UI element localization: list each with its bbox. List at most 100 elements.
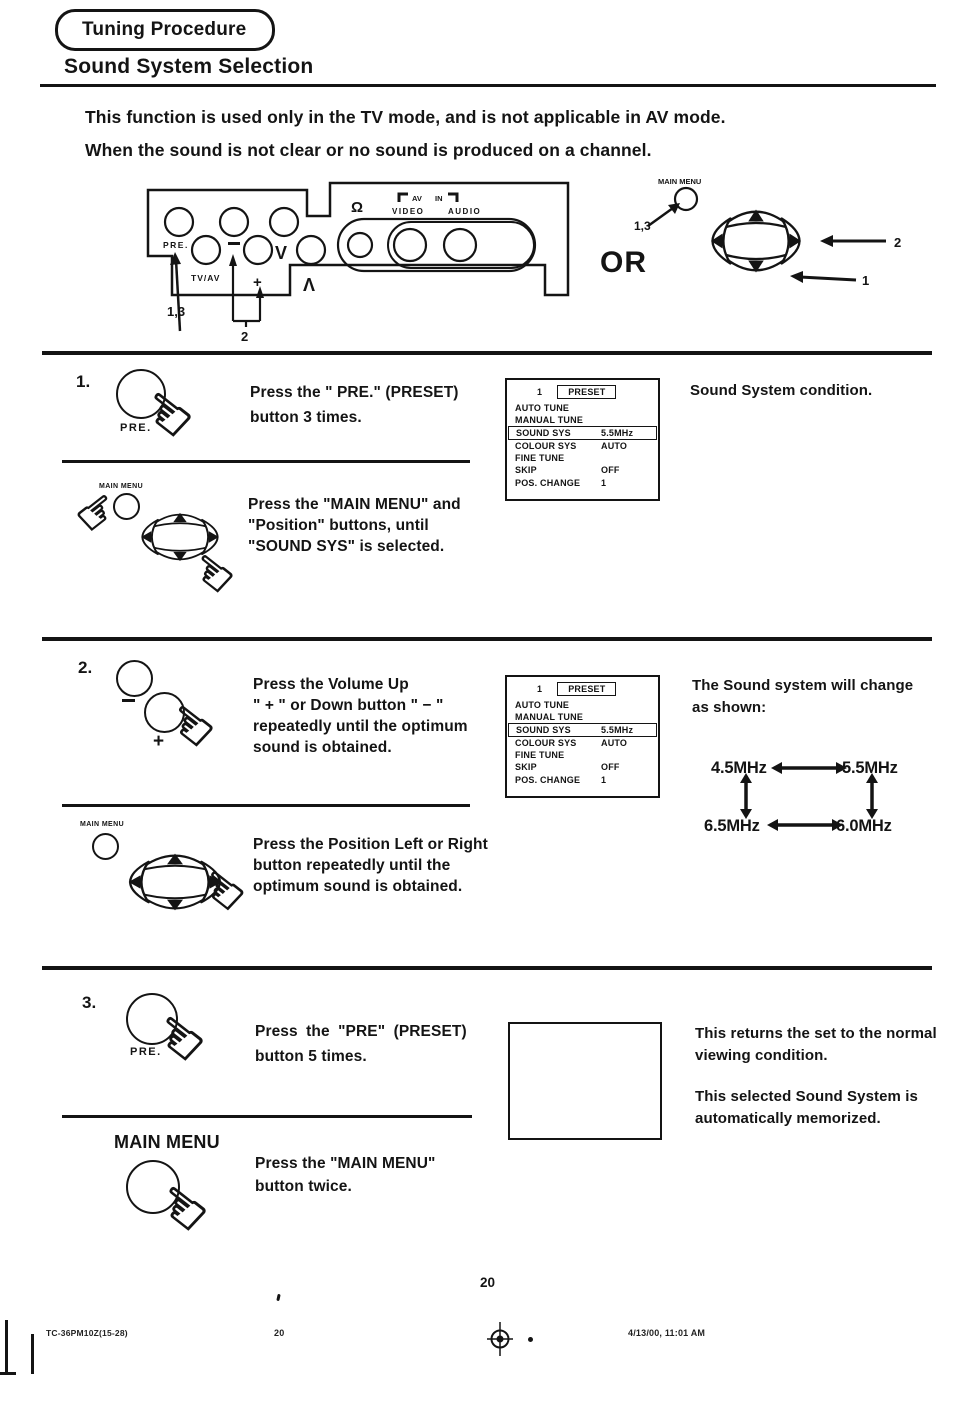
main-menu-button-icon — [113, 493, 140, 520]
pressing-hand-icon: ☞ — [64, 478, 129, 546]
scan-mark — [0, 1372, 16, 1375]
panel-button-icon — [218, 206, 250, 238]
channel-up-label: Λ — [303, 275, 315, 295]
channel-down-label: V — [275, 243, 287, 263]
plus-label: + — [253, 274, 262, 291]
instruction-line: sound is obtained. — [253, 739, 392, 756]
mhz-value: 5.5MHz — [842, 759, 898, 777]
sub-divider — [62, 1115, 472, 1118]
footer-doc-code: TC-36PM10Z(15-28) — [46, 1328, 128, 1338]
mhz-value: 6.0MHz — [836, 817, 892, 835]
instruction-line: Press the "MAIN MENU" and — [248, 496, 461, 513]
minus-label — [228, 242, 240, 245]
preset-menu-screen: 1 PRESET AUTO TUNE MANUAL TUNE SOUND SYS… — [505, 378, 660, 501]
step1b-instruction: Press the "MAIN MENU" and "Position" but… — [248, 494, 461, 557]
or-separator: OR — [600, 246, 647, 279]
panel-button-icon — [268, 206, 300, 238]
tv-side-panel-diagram: PRE. TV/AV + V Λ Ω AV IN VIDEO AUDIO 1,3… — [146, 181, 570, 344]
main-menu-label: MAIN MENU — [114, 1132, 220, 1152]
page-title: Sound System Selection — [64, 55, 314, 78]
scan-mark — [5, 1320, 8, 1374]
callout-13: 1,3 — [634, 219, 651, 233]
instruction-line: button 5 times. — [255, 1048, 367, 1065]
page-number: 20 — [480, 1275, 496, 1290]
instruction-line: button twice. — [255, 1178, 352, 1195]
sub-divider — [62, 804, 470, 807]
headphone-jack-icon — [346, 231, 374, 259]
instruction-line: button 3 times. — [250, 409, 362, 426]
volume-up-button-icon — [144, 692, 185, 733]
step3-instruction: Press the "PRE" (PRESET) button 5 times. — [255, 1019, 467, 1069]
arrowhead-icon — [668, 203, 680, 214]
instruction-line: " + " or Down button " − " — [253, 697, 444, 714]
pre-button-label: PRE. — [120, 422, 152, 434]
sub-divider — [62, 460, 470, 463]
menu-row: MANUAL TUNE — [515, 712, 584, 723]
remote-key-diagram: MAIN MENU 1,3 2 1 — [634, 177, 901, 288]
mhz-value: 6.5MHz — [704, 817, 760, 835]
pre-button-icon — [126, 993, 178, 1045]
step-number: 3. — [82, 993, 97, 1012]
instruction-line: "SOUND SYS" is selected. — [248, 538, 445, 555]
callout-arrow — [799, 275, 857, 282]
section-divider — [42, 966, 932, 970]
caption-line: as shown: — [692, 699, 767, 716]
bracket-icon — [397, 192, 408, 202]
menu-row: AUTO TUNE — [515, 700, 570, 711]
registration-mark-icon — [487, 1322, 513, 1356]
menu-position: 1 — [537, 387, 543, 397]
menu-row: MANUAL TUNE — [515, 415, 584, 426]
step2b-instruction: Press the Position Left or Right button … — [253, 834, 488, 897]
caption-line: viewing condition. — [695, 1047, 828, 1064]
blank-tv-screen — [508, 1022, 662, 1140]
callout-2: 2 — [241, 329, 248, 344]
intro-line: This function is used only in the TV mod… — [85, 107, 726, 127]
audio-label: AUDIO — [448, 207, 481, 216]
step2-instruction: Press the Volume Up " + " or Down button… — [253, 674, 468, 758]
section-divider — [42, 351, 932, 355]
arrowhead-icon — [790, 271, 803, 283]
menu-title: PRESET — [557, 682, 617, 696]
arrowhead-icon — [170, 252, 181, 265]
caption-line: This returns the set to the normal — [695, 1025, 937, 1042]
panel-button-icon — [163, 206, 195, 238]
volume-down-button-icon — [116, 660, 153, 697]
step3-caption2: This selected Sound System is automatica… — [695, 1086, 918, 1130]
menu-title: PRESET — [557, 385, 617, 399]
plus-label: + — [153, 731, 165, 752]
callout-arrow — [174, 259, 182, 332]
scan-speck — [528, 1337, 533, 1342]
section-tag-label: Tuning Procedure — [82, 19, 247, 40]
menu-position: 1 — [537, 684, 543, 694]
position-pad-icon — [709, 208, 803, 274]
arrowhead-icon — [256, 286, 264, 298]
instruction-line: Press the "MAIN MENU" — [255, 1155, 436, 1172]
step1-caption: Sound System condition. — [690, 382, 873, 399]
main-menu-button-icon — [92, 833, 119, 860]
menu-row: AUTO TUNE — [515, 403, 570, 414]
instruction-line: Press the " PRE." (PRESET) — [250, 384, 459, 401]
footer-timestamp: 4/13/00, 11:01 AM — [628, 1328, 706, 1338]
headphone-icon: Ω — [351, 199, 363, 216]
callout-arrow — [647, 206, 674, 228]
callout-2: 2 — [894, 235, 901, 250]
instruction-line: Press the Volume Up — [253, 676, 409, 693]
caption-line: automatically memorized. — [695, 1110, 881, 1127]
audio-jack-icon — [442, 227, 478, 263]
preset-menu-screen: 1 PRESET AUTO TUNE MANUAL TUNE SOUND SYS… — [505, 675, 660, 798]
instruction-line: "Position" buttons, until — [248, 517, 429, 534]
instruction-line: button repeatedly until the — [253, 857, 451, 874]
panel-button-icon — [242, 234, 274, 266]
section-tag: Tuning Procedure — [55, 9, 276, 51]
panel-button-icon — [295, 234, 327, 266]
main-menu-button-icon — [126, 1160, 180, 1214]
pre-label: PRE. — [163, 240, 189, 250]
intro-text: This function is used only in the TV mod… — [85, 101, 726, 167]
step2-caption: The Sound system will change as shown: — [692, 675, 913, 719]
